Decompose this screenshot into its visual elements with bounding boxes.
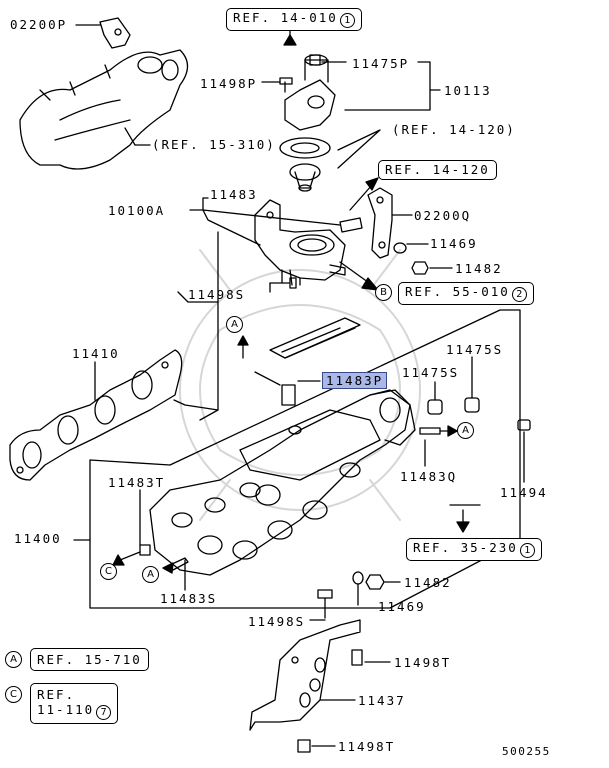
label-10113: 10113 [444,83,492,98]
label-11483-top: 11483 [210,187,258,202]
ref-14-010-number: 1 [339,13,355,28]
label-10100a: 10100A [108,203,166,218]
callout-b: B [375,284,392,301]
stay-bracket-shape [249,619,361,731]
label-11482-top: 11482 [455,261,503,276]
throttle-gasket-shape [269,317,361,359]
diagram-code: 500255 [502,745,551,758]
callout-a-left: A [142,566,159,583]
ref-35-230-text: REF. 35-230 [413,540,518,555]
label-11475s-b: 11475S [402,365,460,380]
ref-15-310[interactable]: (REF. 15-310) [152,137,276,152]
water-outlet-shape [284,54,336,131]
legend-c-ref-line2: 11-110 [37,702,95,717]
label-11498t-b: 11498T [338,739,396,754]
thermostat-shape [289,163,321,192]
watermark-emblem [179,249,421,521]
callout-a-top: A [226,316,243,333]
ref-35-230-number: 1 [519,543,535,558]
legend-a-ref[interactable]: REF. 15-710 [30,648,149,671]
label-11437: 11437 [358,693,406,708]
label-11400: 11400 [14,531,62,546]
ref-55-010-number: 2 [511,287,527,302]
label-11498p: 11498P [200,76,258,91]
exhaust-manifold-shape [19,49,189,170]
legend-c-letter: C [5,686,22,703]
callout-a-right: A [457,422,474,439]
thermostat-case-shape [254,199,346,286]
legend-c-ref-line1: REF. [37,687,76,702]
ref-55-010-text: REF. 55-010 [405,284,510,299]
label-11483q: 11483Q [400,469,458,484]
label-11498t-a: 11498T [394,655,452,670]
label-11483s: 11483S [160,591,218,606]
ref-14-010-text: REF. 14-010 [233,10,338,25]
bracket-02200p-shape [99,17,131,49]
label-11410: 11410 [72,346,120,361]
label-11475p: 11475P [352,56,410,71]
label-11498s-top: 11498S [188,287,246,302]
label-11469-bot: 11469 [378,599,426,614]
ref-box-14-120-b[interactable]: REF. 14-120 [378,160,497,180]
legend-a-letter: A [5,651,22,668]
label-11498s-bot: 11498S [248,614,306,629]
ref-14-120-a[interactable]: (REF. 14-120) [392,122,516,137]
bracket-02200q-shape [367,187,393,259]
label-11483t: 11483T [108,475,166,490]
label-02200p: 02200P [10,17,68,32]
highlight-11483p: 11483P [322,372,388,389]
legend-c-ref-number: 7 [96,705,112,720]
label-11475s-a: 11475S [446,342,504,357]
label-11494: 11494 [500,485,548,500]
intake-manifold-shape [149,389,416,576]
label-11469-top: 11469 [430,236,478,251]
label-02200q: 02200Q [414,208,472,223]
manifold-gasket-shape [9,349,183,481]
callout-c-left: C [100,563,117,580]
label-11482-bot: 11482 [404,575,452,590]
label-11483p: 11483P [322,372,388,389]
